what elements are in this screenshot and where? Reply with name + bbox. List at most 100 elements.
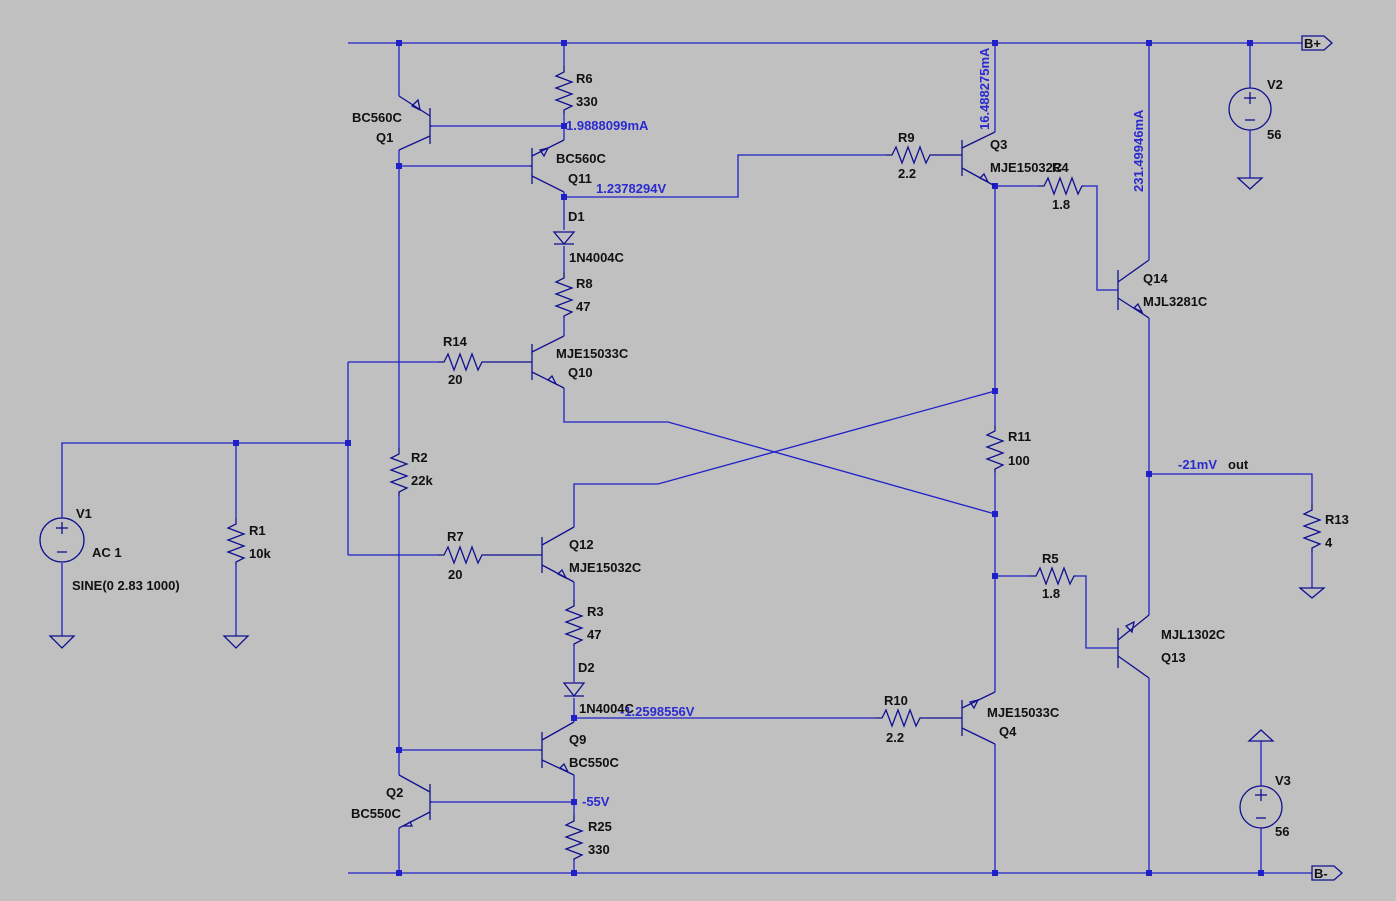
ground-icon xyxy=(1298,587,1326,599)
r3-ref-label: R3 xyxy=(587,604,604,619)
q2-model-label: BC550C xyxy=(351,806,401,821)
r8-value-label: 47 xyxy=(576,299,590,314)
annotation-q11-voltage: 1.2378294V xyxy=(596,181,666,196)
transistor-q12-symbol xyxy=(486,526,575,583)
junctions xyxy=(233,40,1264,876)
junction xyxy=(561,40,567,46)
resistor-r10-symbol xyxy=(876,708,924,728)
r4-value-label: 1.8 xyxy=(1052,197,1070,212)
junction xyxy=(561,194,567,200)
ground-icon xyxy=(1247,729,1275,742)
voltage-source-v3-symbol xyxy=(1239,785,1283,829)
v3-ref-label: V3 xyxy=(1275,773,1291,788)
junction xyxy=(992,870,998,876)
wire-r5-q13 xyxy=(1076,575,1118,649)
r8-ref-label: R8 xyxy=(576,276,593,291)
r7-ref-label: R7 xyxy=(447,529,464,544)
resistor-r11-symbol xyxy=(985,425,1005,473)
r9-ref-label: R9 xyxy=(898,130,915,145)
net-flags xyxy=(1301,35,1343,881)
junction xyxy=(1146,870,1152,876)
r6-ref-label: R6 xyxy=(576,71,593,86)
junction xyxy=(561,123,567,129)
annotation-q14-current: 231.49946mA xyxy=(1131,109,1146,192)
transistor-q1-symbol xyxy=(398,95,432,151)
junction xyxy=(992,511,998,517)
annotation-q2-voltage: -55V xyxy=(582,794,610,809)
transistor-q14-symbol xyxy=(1117,259,1150,319)
component-labels: BC560C Q1 R6 330 BC560C Q11 D1 1N4004C R… xyxy=(72,36,1349,881)
ground-icon xyxy=(222,635,250,649)
ground-icon xyxy=(48,635,76,649)
q1-ref-label: Q1 xyxy=(376,130,393,145)
diode-d1-symbol xyxy=(552,231,576,246)
d1-model-label: 1N4004C xyxy=(569,250,625,265)
r11-ref-label: R11 xyxy=(1008,429,1031,444)
r1-value-label: 10k xyxy=(249,546,271,561)
q11-ref-label: Q11 xyxy=(568,171,592,186)
d1-ref-label: D1 xyxy=(568,209,585,224)
transistor-q2-symbol xyxy=(398,774,432,829)
r10-ref-label: R10 xyxy=(884,693,908,708)
q10-ref-label: Q10 xyxy=(568,365,593,380)
resistor-r25-symbol xyxy=(564,815,584,861)
transistor-q13-symbol xyxy=(1117,614,1150,679)
q9-model-label: BC550C xyxy=(569,755,619,770)
annotation-q3-current: 16.488275mA xyxy=(977,47,992,130)
resistor-r2-symbol xyxy=(389,448,409,496)
resistor-r1-symbol xyxy=(226,518,246,565)
r14-ref-label: R14 xyxy=(443,334,468,349)
sim-annotations: 1.9888099mA 1.2378294V -21mV -1.2598556V… xyxy=(566,47,1217,809)
v3-value-label: 56 xyxy=(1275,824,1289,839)
junction xyxy=(345,440,351,446)
resistor-r13-symbol xyxy=(1302,504,1322,552)
voltage-sources xyxy=(39,87,1283,829)
r25-value-label: 330 xyxy=(588,842,610,857)
voltage-source-v1-symbol xyxy=(39,517,85,563)
q13-model-label: MJL1302C xyxy=(1161,627,1226,642)
resistor-r3-symbol xyxy=(564,600,584,646)
q14-ref-label: Q14 xyxy=(1143,271,1168,286)
v1-sine-label: SINE(0 2.83 1000) xyxy=(72,578,180,593)
junction xyxy=(992,573,998,579)
q13-ref-label: Q13 xyxy=(1161,650,1186,665)
annotation-r6-current: 1.9888099mA xyxy=(566,118,649,133)
resistor-r14-symbol xyxy=(438,352,486,372)
resistors xyxy=(226,66,1322,861)
wire-q11-r9 xyxy=(564,154,886,198)
transistor-q3-symbol xyxy=(934,131,996,187)
resistor-r7-symbol xyxy=(438,545,486,565)
junction xyxy=(1258,870,1264,876)
r3-value-label: 47 xyxy=(587,627,601,642)
junction xyxy=(233,440,239,446)
r2-ref-label: R2 xyxy=(411,450,428,465)
junction xyxy=(1146,471,1152,477)
grounds xyxy=(48,177,1326,742)
q4-model-label: MJE15033C xyxy=(987,705,1060,720)
v1-ref-label: V1 xyxy=(76,506,92,521)
junction xyxy=(396,870,402,876)
junction xyxy=(992,40,998,46)
resistor-r5-symbol xyxy=(1030,566,1076,586)
wire-q12-cross xyxy=(573,390,996,527)
r9-value-label: 2.2 xyxy=(898,166,916,181)
junction xyxy=(571,799,577,805)
wire-out xyxy=(1149,473,1313,504)
transistor-q4-symbol xyxy=(924,691,996,745)
resistor-r4-symbol xyxy=(1038,176,1084,196)
v2-ref-label: V2 xyxy=(1267,77,1283,92)
junction xyxy=(396,163,402,169)
q12-ref-label: Q12 xyxy=(569,537,594,552)
junction xyxy=(992,388,998,394)
junction xyxy=(1146,40,1152,46)
r7-value-label: 20 xyxy=(448,567,462,582)
junction xyxy=(1247,40,1253,46)
q3-model-label: MJE15032C xyxy=(990,160,1063,175)
bplus-net-label: B+ xyxy=(1304,36,1321,51)
r14-value-label: 20 xyxy=(448,372,462,387)
diodes xyxy=(552,231,586,698)
wires xyxy=(61,42,1313,874)
net-flag-bplus xyxy=(1301,35,1333,51)
resistor-r9-symbol xyxy=(886,145,934,165)
